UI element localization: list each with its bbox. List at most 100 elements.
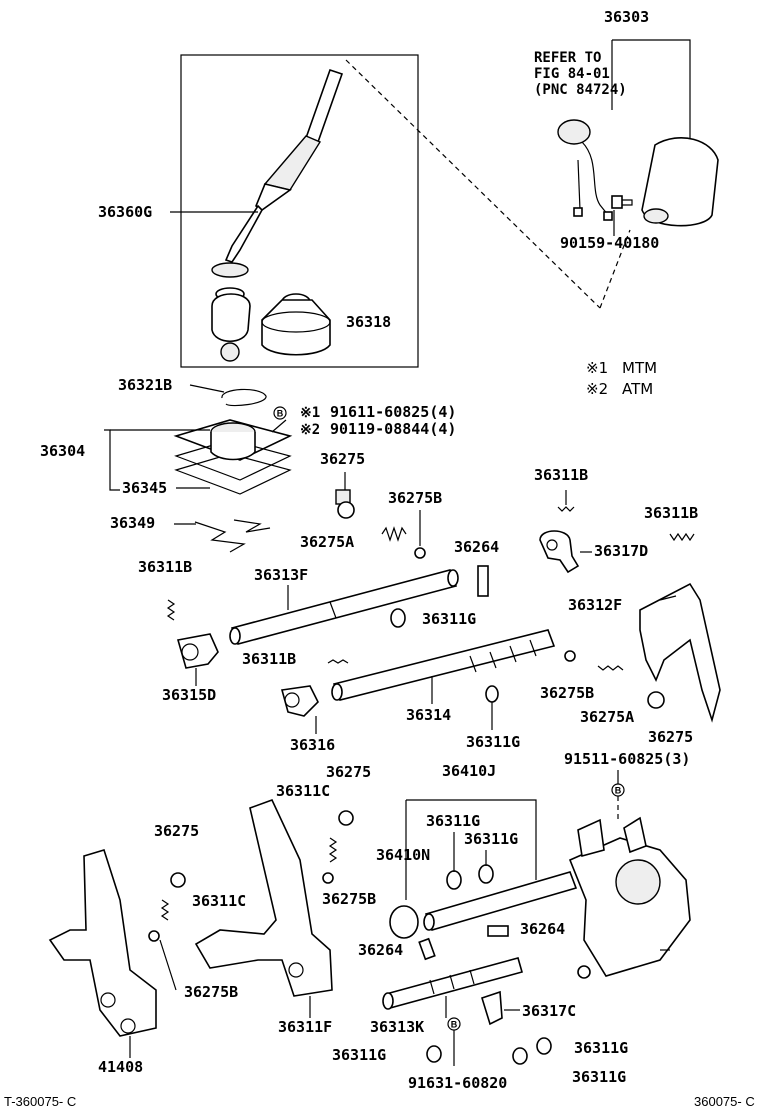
interlock-36317D-drawing [539, 530, 580, 574]
legend-atm-mark: ※2 [586, 380, 608, 398]
bracket-36304 [104, 429, 120, 491]
label-36311G-f: 36311G [572, 1068, 626, 1086]
spring-pin-36311B-d [327, 659, 349, 664]
label-36275B-d: 36275B [184, 983, 238, 1001]
circle-b-label-2: B [615, 786, 622, 796]
label-36311C-a: 36311C [276, 782, 330, 800]
spring-pin-36311B-c [669, 532, 695, 542]
ball-36275B-b [564, 650, 576, 662]
label-36317C: 36317C [522, 1002, 576, 1020]
spring-36349-drawing [194, 519, 271, 553]
snap-ring-36321B-drawing [221, 388, 267, 407]
label-36311B-a: 36311B [534, 466, 588, 484]
snap-ring-36311G-f [512, 1047, 528, 1065]
shift-head-36315D-drawing [176, 633, 219, 669]
spring-36311C-a [328, 837, 338, 863]
label-36275A-b: 36275A [580, 708, 634, 726]
label-36275B-b: 36275B [540, 684, 594, 702]
spring-pin-36311B-a [557, 506, 575, 512]
label-36349: 36349 [110, 514, 155, 532]
ring-36410N-drawing [389, 905, 419, 939]
label-36312F: 36312F [568, 596, 622, 614]
label-36311C-b: 36311C [192, 892, 246, 910]
label-36311B-d: 36311B [242, 650, 296, 668]
shift-fork-36312F-drawing [639, 582, 721, 723]
label-36311G-e: 36311G [332, 1046, 386, 1064]
label-36304: 36304 [40, 442, 85, 460]
label-36311G-d: 36311G [464, 830, 518, 848]
plug-36275-drawing [335, 489, 355, 519]
snap-ring-36311G-b [485, 685, 499, 703]
leader-36303 [612, 39, 691, 140]
circle-b-label-1: B [277, 409, 284, 419]
label-pnc-84724: (PNC 84724) [534, 82, 627, 98]
plug-36275-c [338, 810, 354, 826]
spring-36275A-b [597, 665, 624, 671]
ball-36275B-c [322, 872, 334, 884]
label-36315D: 36315D [162, 686, 216, 704]
label-36264-a: 36264 [454, 538, 499, 556]
snap-ring-36311G-d [478, 864, 494, 884]
label-36311G-a: 36311G [422, 610, 476, 628]
interlock-36317C-drawing [481, 990, 503, 1026]
ball-36275B-drawing [414, 547, 426, 559]
label-36275-d: 36275 [154, 822, 199, 840]
label-fig-84-01: FIG 84-01 [534, 66, 610, 82]
spring-pin-36311B-b [166, 599, 176, 621]
shaft-36313F-drawing [229, 569, 459, 645]
label-36275B-a: 36275B [388, 489, 442, 507]
circle-b-label-3: B [451, 1020, 458, 1030]
pin-36264-c [487, 925, 509, 937]
label-36264-b: 36264 [358, 941, 403, 959]
label-36316: 36316 [290, 736, 335, 754]
label-36313F: 36313F [254, 566, 308, 584]
shift-head-36316-drawing [280, 685, 319, 717]
label-91611-60825: 91611-60825(4) [330, 403, 456, 421]
snap-ring-36311G-a [390, 608, 406, 628]
snap-ring-36311G-g [536, 1037, 552, 1055]
case-assembly-drawing [568, 816, 691, 979]
plug-36275-d [170, 872, 186, 888]
label-36314: 36314 [406, 706, 451, 724]
shaft-36410J-drawing [423, 871, 578, 931]
label-36275-b: 36275 [648, 728, 693, 746]
bracket-36410J [405, 799, 537, 900]
leader-bolt-b [271, 419, 287, 433]
leader-36311G-cd [453, 832, 487, 872]
label-90119-08844: 90119-08844(4) [330, 420, 456, 438]
label-36311B-c: 36311B [644, 504, 698, 522]
label-36318: 36318 [346, 313, 391, 331]
label-refer-to: REFER TO [534, 50, 601, 66]
spring-36275A-drawing [381, 526, 407, 542]
shaft-36314-drawing [331, 629, 556, 701]
leader-36275B-d [159, 939, 177, 991]
leader-36312F [659, 595, 677, 601]
spring-36311C-b [160, 899, 170, 921]
circle-b-marker-1 [273, 406, 287, 420]
dashed-leader-knob [599, 229, 631, 309]
label-36317D: 36317D [594, 542, 648, 560]
label-36275-c: 36275 [326, 763, 371, 781]
label-41408: 41408 [98, 1058, 143, 1076]
shaft-36313K-drawing [382, 957, 523, 1010]
legend-atm: ATM [622, 380, 653, 398]
label-36311G-c: 36311G [426, 812, 480, 830]
label-36311G-b: 36311G [466, 733, 520, 751]
label-36275A-a: 36275A [300, 533, 354, 551]
plug-36275-b [647, 691, 665, 709]
label-36410J: 36410J [442, 762, 496, 780]
shift-lever-drawing [211, 68, 344, 362]
label-36345: 36345 [122, 479, 167, 497]
leader-36321B [189, 384, 225, 393]
shift-knob-drawing [641, 137, 719, 227]
pin-36264-drawing [477, 565, 489, 597]
label-36313K: 36313K [370, 1018, 424, 1036]
legend-mtm: MTM [622, 359, 657, 377]
label-36275B-c: 36275B [322, 890, 376, 908]
shift-fork-41408-drawing [48, 849, 157, 1037]
knob-switch-drawing [557, 119, 613, 221]
shift-lever-boot-drawing [261, 293, 331, 356]
label-91511-60825: 91511-60825(3) [564, 750, 690, 768]
label-90159-40180: 90159-40180 [560, 234, 659, 252]
